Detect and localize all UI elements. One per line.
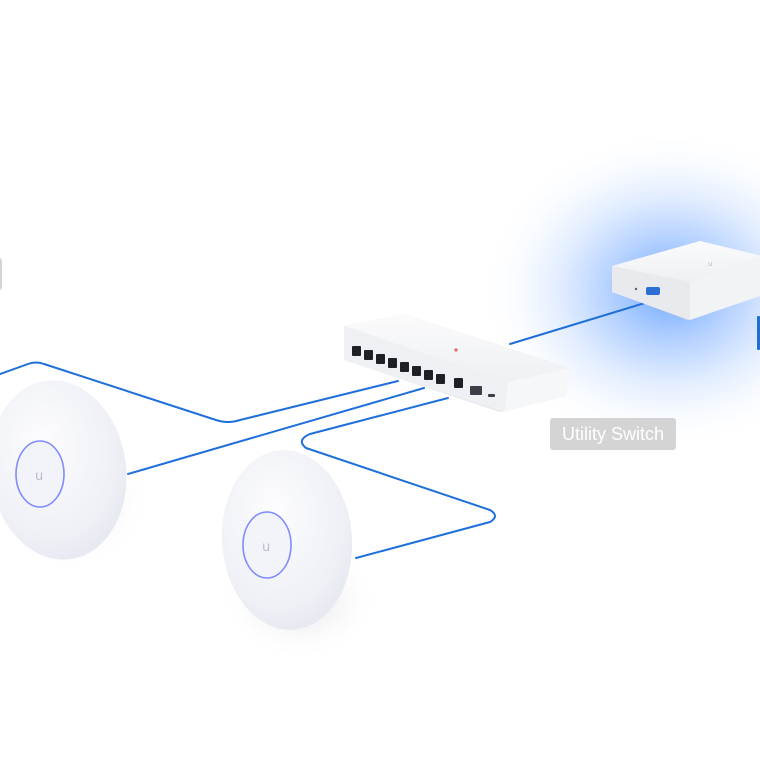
- cable-switch-offscreen-left: [0, 361, 399, 423]
- ap-right-led-ring: [242, 511, 292, 579]
- ubiquiti-logo-icon: u: [708, 260, 712, 268]
- partial-device-label: [0, 258, 2, 290]
- switch-port-2: [364, 350, 373, 360]
- access-point-left: u: [0, 380, 150, 570]
- switch-ethernet-ports: [352, 346, 495, 397]
- switch-port-8: [436, 374, 445, 384]
- ubiquiti-logo-icon: u: [262, 540, 270, 555]
- ap-left-led-ring: [15, 440, 65, 508]
- gateway-device: u: [612, 241, 760, 320]
- switch-port-6: [412, 366, 421, 376]
- gateway-status-led: [634, 287, 638, 291]
- utility-switch-device: [344, 314, 570, 412]
- access-point-right: u: [220, 450, 380, 660]
- switch-port-3: [376, 354, 385, 364]
- switch-port-1: [352, 346, 361, 356]
- utility-switch-label: Utility Switch: [550, 418, 677, 450]
- cable-switch-ap-right: [300, 397, 496, 559]
- ubiquiti-logo-icon: u: [35, 469, 43, 484]
- gateway-usb-port-icon: [646, 287, 660, 295]
- switch-port-4: [388, 358, 397, 368]
- switch-usb-c-port: [488, 394, 495, 397]
- switch-uplink-port: [454, 378, 463, 388]
- cable-gateway-switch: [509, 301, 649, 345]
- edge-device-accent: [757, 316, 760, 350]
- cables: [0, 301, 649, 559]
- switch-port-7: [424, 370, 433, 380]
- switch-sfp-port: [470, 386, 482, 395]
- switch-port-5: [400, 362, 409, 372]
- switch-status-led: [454, 348, 458, 352]
- cable-switch-ap-left: [127, 387, 425, 475]
